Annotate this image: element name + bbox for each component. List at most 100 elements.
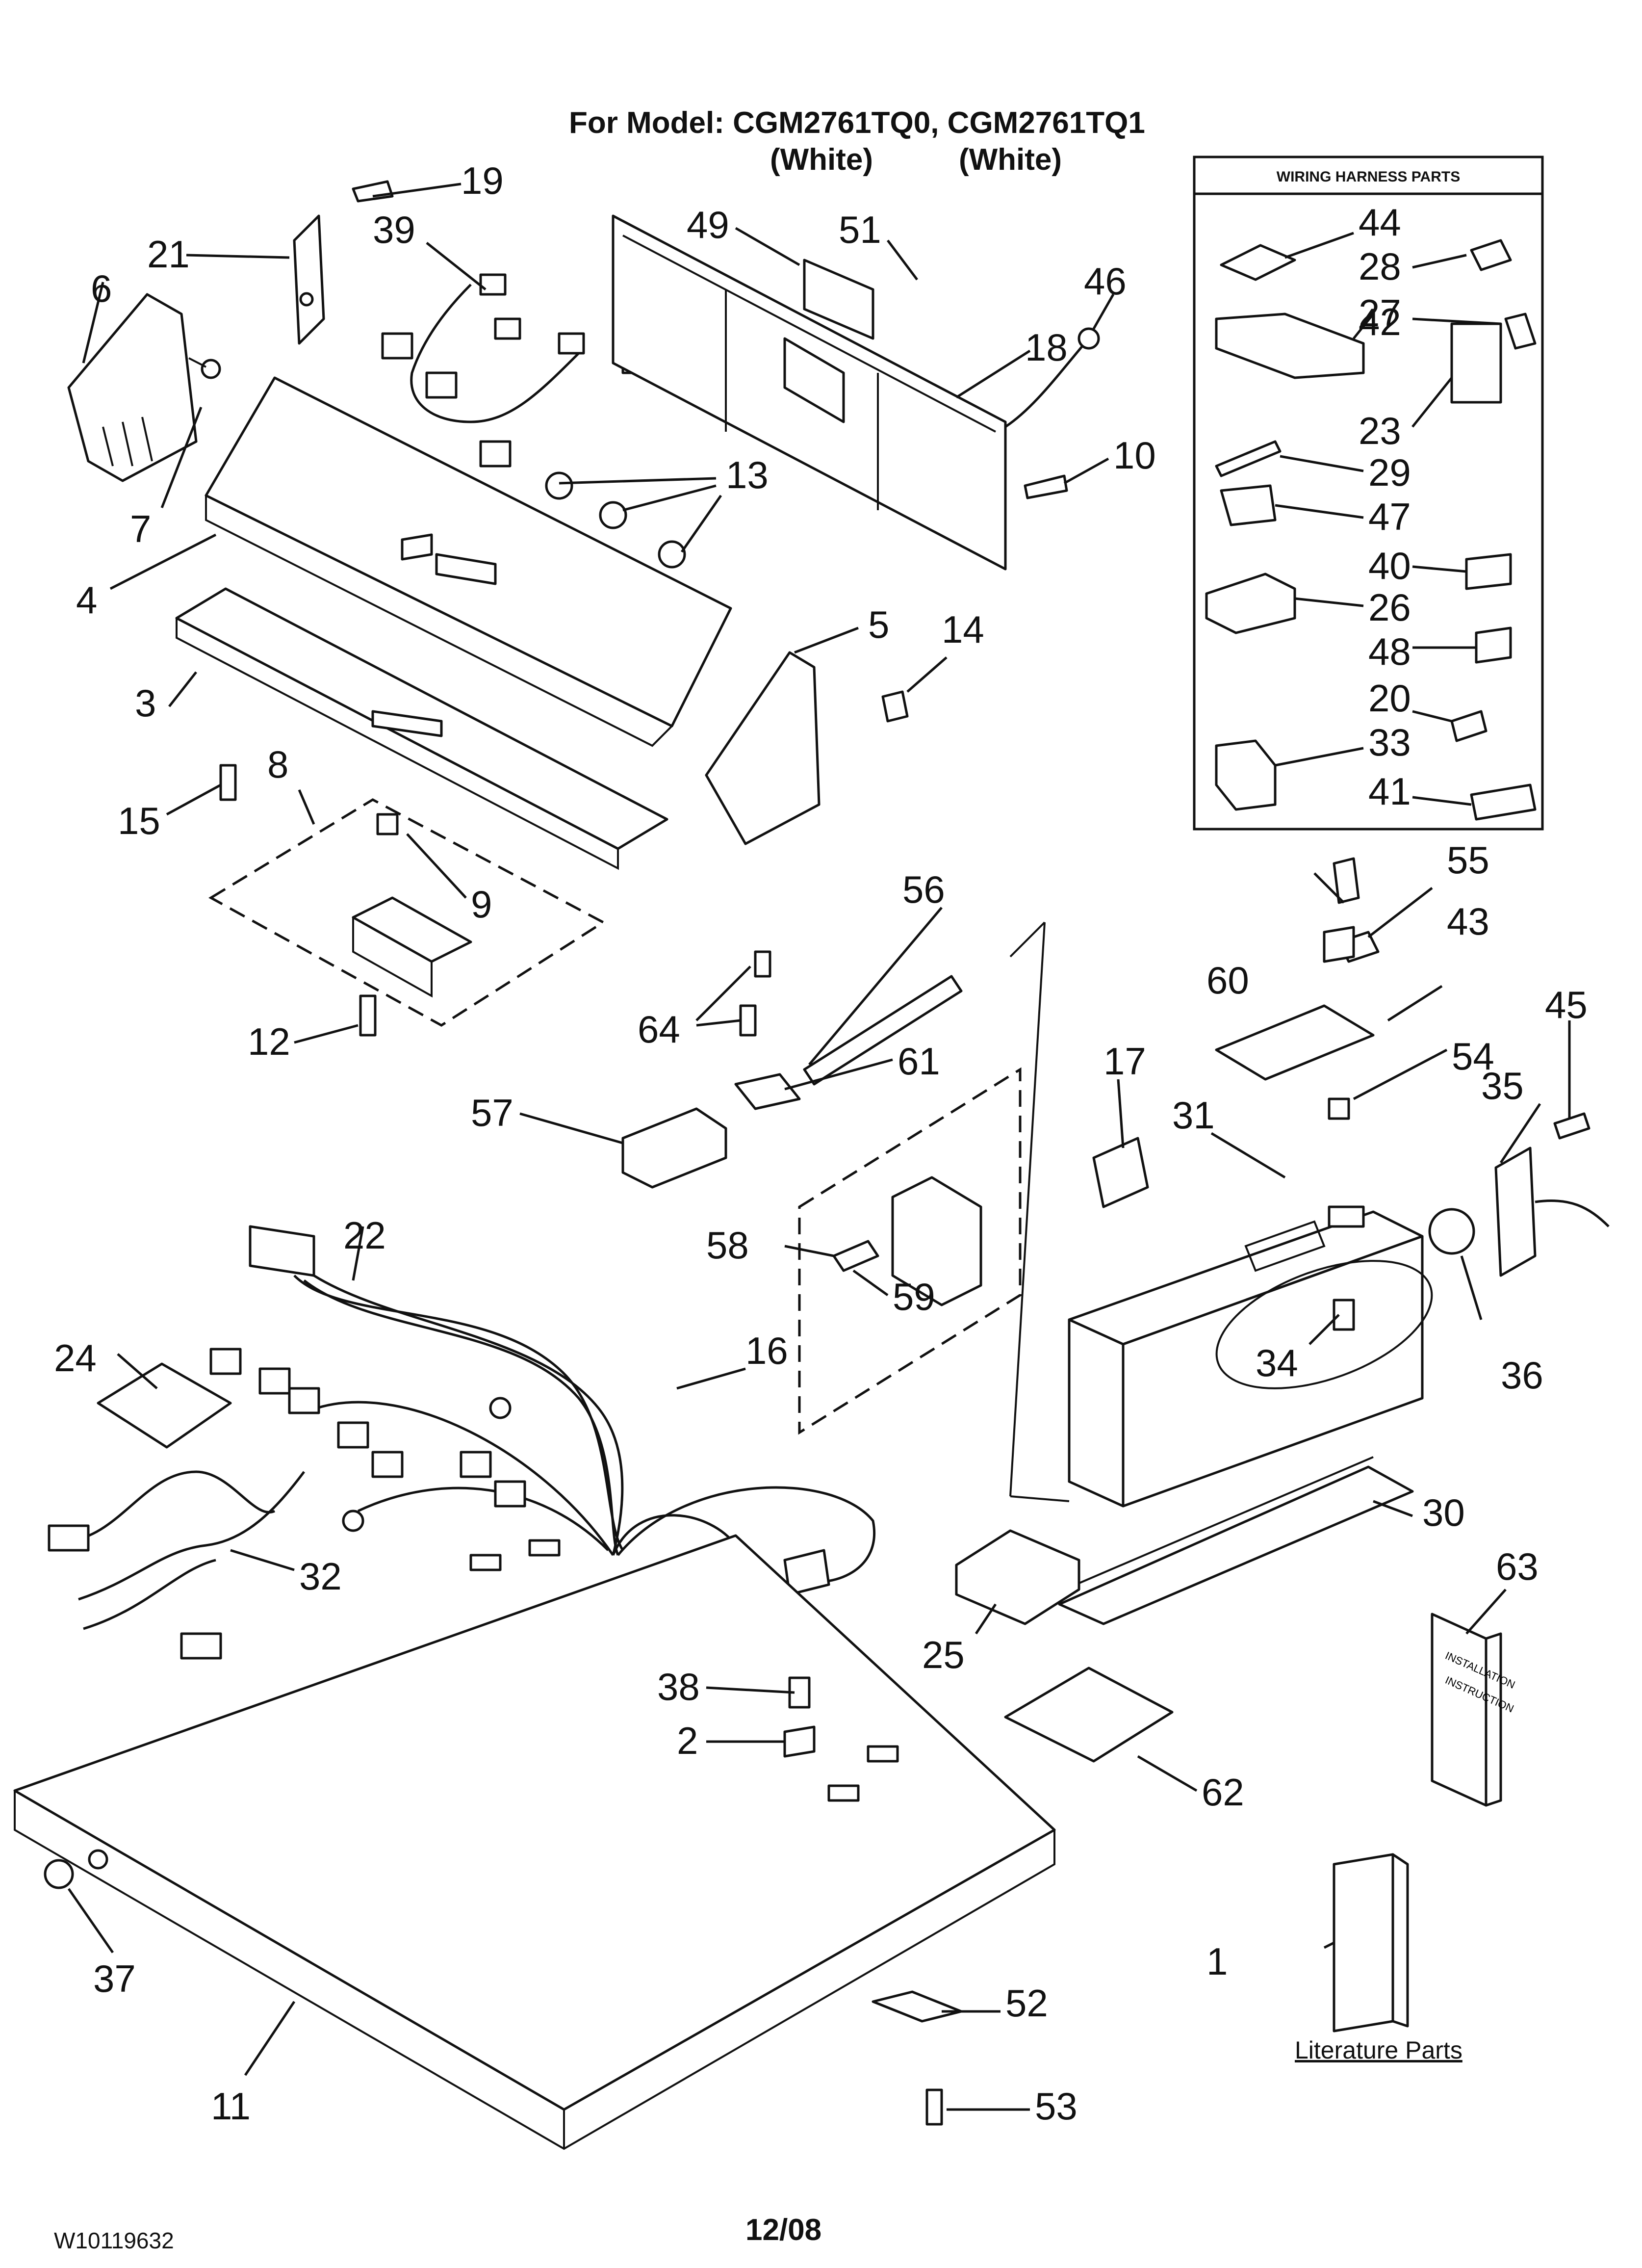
document-number: W10119632 [54,2228,174,2253]
model-color-2: (White) [959,143,1062,177]
part-62-cover [1004,1667,1174,1763]
callout-45: 45 [1545,983,1588,1026]
part-56-strip [803,975,963,1086]
part-10-screw [1024,474,1068,499]
part-14-clip [881,690,909,723]
part-52-bracket [872,1990,963,2023]
callout-41: 41 [1368,770,1411,813]
part-15-screw [219,764,237,801]
part-25-cup [955,1529,1080,1625]
callout-63: 63 [1496,1545,1539,1588]
part-11-top-panel [13,1534,1056,2150]
callout-36: 36 [1501,1354,1543,1397]
callout-17: 17 [1103,1040,1146,1083]
leader-lines [67,182,1571,2111]
callout-60: 60 [1206,959,1249,1002]
part-2-clip [783,1725,816,1758]
callout-29: 29 [1368,451,1411,494]
part-45-screw [1553,1112,1591,1140]
part-4-console-panel [205,376,732,747]
callout-2: 2 [677,1719,698,1762]
callout-8: 8 [267,743,288,786]
callout-47: 47 [1368,495,1411,538]
part-22-main-harness [209,1225,875,1596]
callout-18: 18 [1025,326,1068,369]
callout-49: 49 [687,203,729,246]
callout-42-label: 42 [1359,300,1401,343]
part-46-ring [1078,327,1100,350]
callout-61: 61 [898,1040,940,1083]
wiring-harness-box: WIRING HARNESS PARTS [1193,156,1544,831]
part-17-plate [1092,1137,1149,1208]
revision-date: 12/08 [745,2213,822,2247]
callout-34: 34 [1256,1341,1298,1384]
part-9-switch-assembly [352,813,472,998]
callout-24: 24 [54,1336,97,1380]
callout-15: 15 [118,799,160,842]
callout-23: 23 [1359,409,1401,452]
part-30-lower [1064,1456,1374,1590]
callout-62: 62 [1202,1771,1244,1814]
part-13-knobs [545,471,686,569]
callout-20: 20 [1368,677,1411,720]
model-title: For Model: CGM2761TQ0, CGM2761TQ1 [569,106,1145,140]
callout-51: 51 [839,208,881,251]
callout-6: 6 [91,267,112,310]
callout-64: 64 [638,1008,680,1051]
callout-57: 57 [471,1091,513,1134]
part-64-screw-top [754,950,771,978]
callout-30: 30 [1422,1491,1465,1534]
callout-38: 38 [657,1665,700,1708]
callout-53: 53 [1035,2085,1078,2128]
part-3-bracket [175,587,668,870]
assembly-outline [1009,921,1070,1502]
callout-44: 44 [1359,201,1401,244]
part-18-console-rear-panel [612,214,1007,571]
part-51-board [803,259,874,340]
callout-11: 11 [211,2085,251,2128]
callout-25: 25 [922,1633,965,1676]
part-1-literature-booklet [1333,1853,1409,2033]
callout-28: 28 [1359,245,1401,288]
part-34-screw [1333,1299,1355,1331]
part-39-switch-harness [381,273,649,468]
part-8-group-outline [208,798,606,1027]
part-54-nut [1328,1097,1350,1120]
part-35-wires [1535,1199,1610,1227]
callout-39: 39 [373,208,415,251]
callout-59: 59 [893,1275,935,1318]
callout-12: 12 [248,1020,290,1063]
callout-43: 43 [1447,900,1489,943]
callout-32: 32 [299,1555,342,1598]
callout-10: 10 [1113,434,1156,477]
model-color-1: (White) [770,143,873,177]
callout-56: 56 [902,868,945,911]
part-37-bumper [44,1859,74,1889]
part-24-cover [97,1362,232,1449]
part-32-harness [48,1470,305,1660]
callout-3: 3 [135,681,156,725]
callout-numbers: 19 21 39 49 51 46 18 10 6 7 4 13 3 5 14 … [54,159,1588,2128]
part-61-plate [734,1073,801,1110]
part-12-screw [359,994,377,1037]
callout-35: 35 [1481,1064,1524,1107]
part-5-end-cap [705,651,821,845]
callout-46: 46 [1084,260,1127,303]
callout-54: 54 [1452,1035,1494,1078]
part-43-lid [1215,1004,1375,1081]
callout-58: 58 [706,1224,749,1267]
callout-21: 21 [147,233,190,276]
callout-26: 26 [1368,586,1411,629]
part-7-screw [188,357,221,379]
part-59-key [832,1240,879,1272]
part-57-latch [621,1107,727,1189]
part-63-install-booklet: INSTALLATION INSTRUCTION [1431,1613,1517,1807]
callout-7: 7 [130,507,151,550]
callout-31: 31 [1172,1094,1215,1137]
callout-52: 52 [1005,1981,1048,2025]
part-36-ignitor [1428,1208,1475,1255]
part-60-knob [1323,926,1355,963]
callout-22: 22 [343,1214,386,1257]
callout-55: 55 [1447,838,1489,882]
